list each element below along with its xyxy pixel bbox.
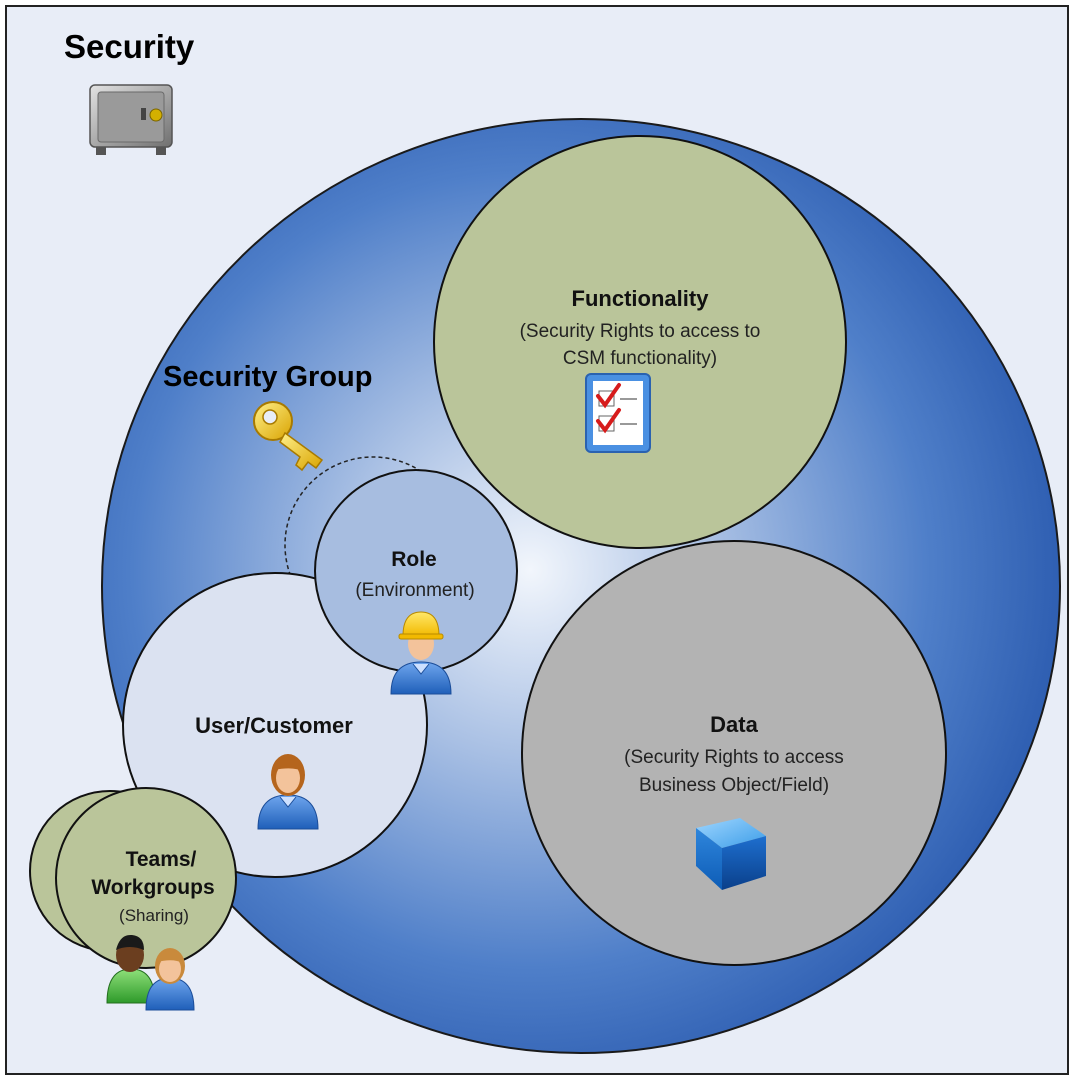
functionality-title: Functionality xyxy=(572,286,710,311)
teams-circles: Teams/ Workgroups (Sharing) xyxy=(29,787,237,969)
role-desc: (Environment) xyxy=(355,580,474,601)
data-title: Data xyxy=(710,712,758,737)
data-desc-line2: Business Object/Field) xyxy=(639,775,829,796)
user-title: User/Customer xyxy=(195,713,353,738)
safe-icon xyxy=(89,84,173,155)
data-circle: Data (Security Rights to access Business… xyxy=(521,540,947,966)
security-group-label: Security Group xyxy=(163,361,373,393)
functionality-desc-line1: (Security Rights to access to xyxy=(520,321,761,342)
teams-front-circle xyxy=(55,787,237,969)
data-desc-line1: (Security Rights to access xyxy=(624,747,844,768)
page-title: Security xyxy=(64,28,195,65)
team-icon xyxy=(106,934,195,1011)
teams-desc: (Sharing) xyxy=(119,906,189,925)
role-title: Role xyxy=(391,548,437,571)
role-circle: Role (Environment) xyxy=(314,469,518,673)
teams-title-line2: Workgroups xyxy=(91,876,214,899)
cube-icon xyxy=(696,818,766,890)
worker-icon xyxy=(390,611,452,695)
functionality-desc-line2: CSM functionality) xyxy=(563,348,717,369)
user-icon xyxy=(257,754,319,830)
functionality-circle: Functionality (Security Rights to access… xyxy=(433,135,847,549)
key-icon xyxy=(253,401,324,472)
checklist-icon xyxy=(585,373,651,453)
teams-title-line1: Teams/ xyxy=(126,848,197,871)
